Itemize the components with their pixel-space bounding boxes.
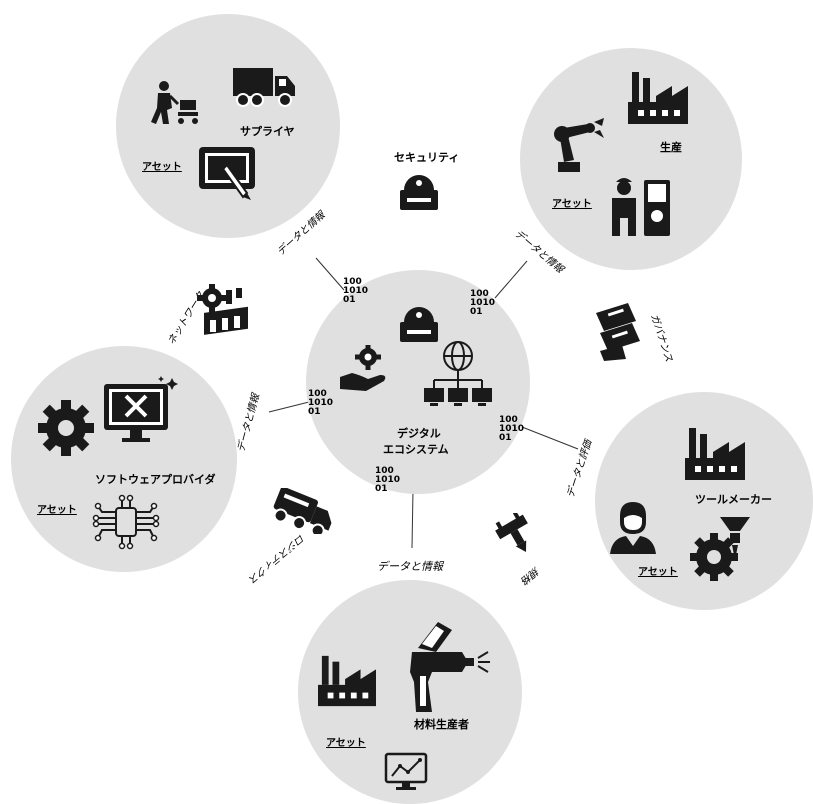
toolmaker-factory-icon: [685, 428, 745, 480]
binary-line: 01: [470, 307, 483, 317]
truck-icon: [233, 68, 295, 107]
binary-block-top-right: 100 1010 01: [470, 290, 495, 317]
person-icon: [610, 502, 656, 554]
monitor-tools-icon: [104, 376, 178, 442]
binary-block-top-left: 100 1010 01: [343, 278, 368, 305]
security-device-icon: [400, 175, 438, 210]
gear-icon: [38, 400, 94, 456]
spray-gun-icon: [410, 622, 490, 712]
toolmaker-circle: [595, 392, 813, 610]
engineer-panel-icon: [612, 178, 670, 236]
supplier-circle: [116, 14, 340, 238]
binary-line: 100: [470, 289, 489, 299]
binary-block-right: 100 1010 01: [499, 416, 524, 443]
binary-line: 1010: [308, 398, 334, 408]
binary-line: 01: [499, 433, 512, 443]
software-asset-label: アセット: [37, 505, 77, 516]
binary-line: 100: [308, 389, 327, 399]
software-title: ソフトウェアプロバイダ: [95, 473, 216, 486]
link-label-material: データと情報: [377, 560, 443, 573]
binary-line: 1010: [343, 286, 369, 296]
toolmaker-title: ツールメーカー: [695, 493, 772, 506]
monitor-chart-icon: [384, 752, 428, 790]
worker-cart-icon: [151, 81, 198, 124]
binary-line: 100: [499, 415, 518, 425]
binary-line: 1010: [375, 475, 401, 485]
supplier-title: サプライヤ: [240, 125, 295, 138]
robot-arm-icon: [554, 118, 604, 172]
security-label: セキュリティ: [394, 151, 460, 164]
material-factory-icon: [318, 655, 376, 707]
material-title: 材料生産者: [414, 718, 469, 731]
binary-line: 01: [308, 407, 321, 417]
standard-gauge-icon: [495, 513, 528, 553]
binary-line: 01: [343, 295, 356, 305]
globe-network-icon: [424, 341, 492, 406]
material-asset-label: アセット: [326, 738, 366, 749]
circuit-icon: [92, 494, 160, 550]
gear-funnel-icon: [690, 517, 750, 581]
governance-icon: [596, 303, 640, 361]
binary-line: 1010: [499, 424, 525, 434]
center-title-line2: エコシステム: [383, 443, 449, 456]
supplier-asset-label: アセット: [142, 162, 182, 173]
binary-line: 1010: [470, 298, 496, 308]
binary-block-left: 100 1010 01: [308, 390, 333, 417]
hand-gear-icon: [340, 345, 386, 391]
toolmaker-asset-label: アセット: [638, 567, 678, 578]
binary-line: 100: [343, 277, 362, 287]
binary-line: 01: [375, 484, 388, 494]
factory-icon: [628, 72, 688, 124]
logistics-icon: [273, 488, 332, 534]
production-asset-label: アセット: [552, 199, 592, 210]
binary-block-bottom: 100 1010 01: [375, 467, 400, 494]
software-circle: [11, 346, 237, 572]
center-title-line1: デジタル: [397, 427, 441, 440]
center-security-icon: [400, 307, 438, 342]
network-gear-icon: [197, 284, 248, 335]
production-title: 生産: [660, 141, 682, 154]
tablet-pen-icon: [199, 147, 255, 200]
binary-line: 100: [375, 466, 394, 476]
